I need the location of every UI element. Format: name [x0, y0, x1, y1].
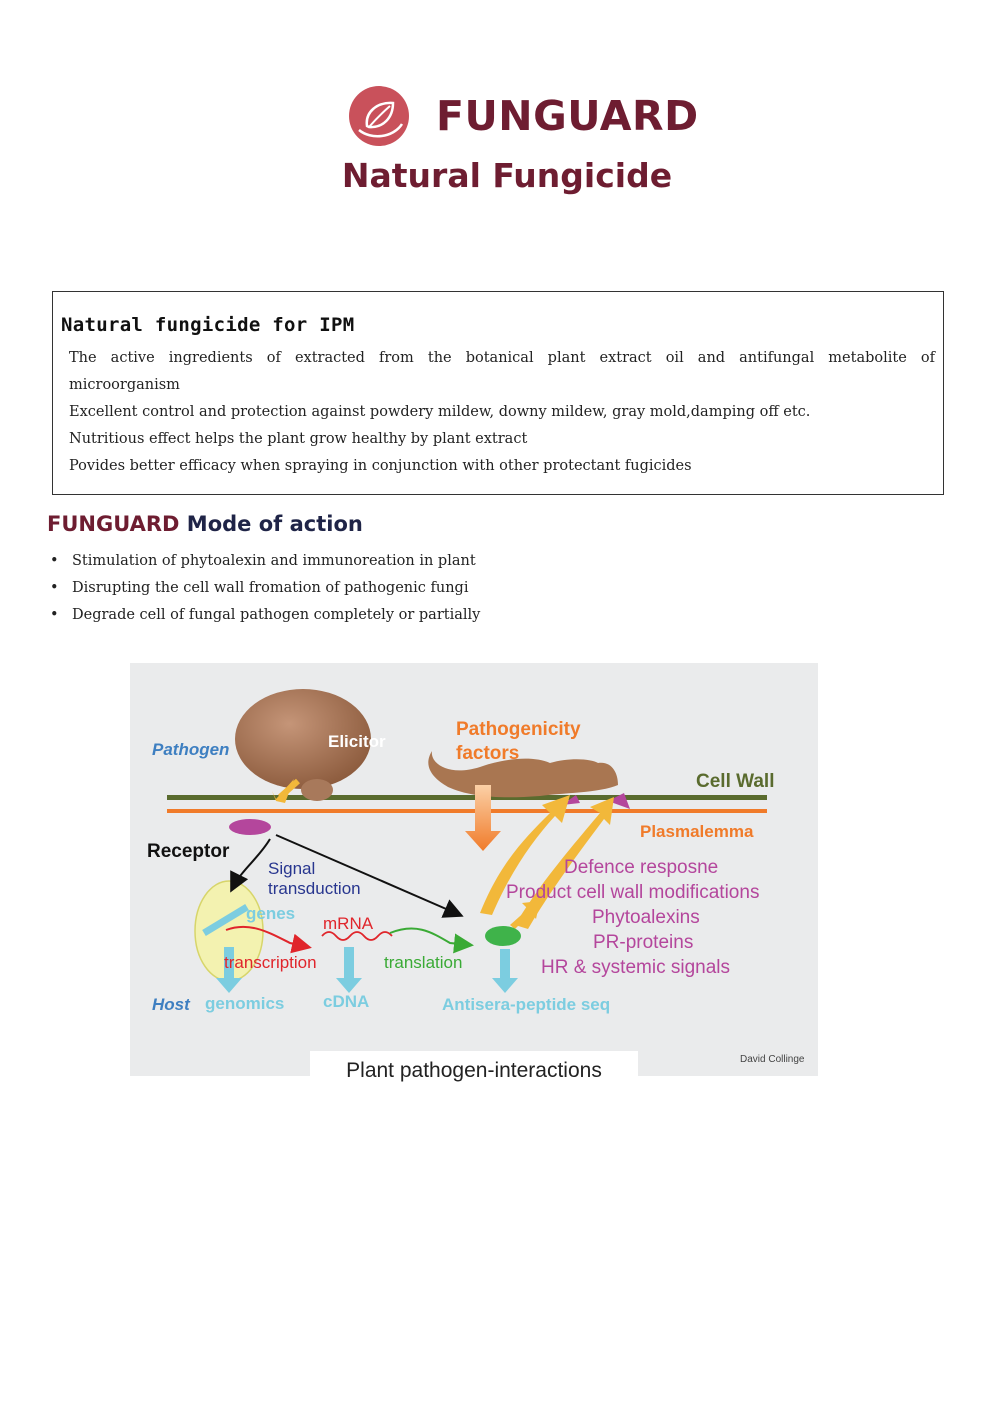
- mode-bullets: • Stimulation of phytoalexin and immunor…: [50, 548, 480, 629]
- label-defence-5: HR & systemic signals: [541, 957, 730, 978]
- gene-bar: [202, 904, 249, 936]
- list-item: • Disrupting the cell wall fromation of …: [50, 575, 480, 602]
- label-signal-1: Signal: [268, 859, 315, 878]
- label-defence-4: PR-proteins: [593, 932, 693, 953]
- receptor-shape: [229, 819, 271, 835]
- bullet-icon: •: [50, 553, 59, 569]
- bullet-text: Disrupting the cell wall fromation of pa…: [72, 580, 469, 596]
- label-transcription: transcription: [224, 953, 317, 972]
- ipm-line: microorganism: [69, 377, 180, 393]
- bullet-text: Degrade cell of fungal pathogen complete…: [72, 607, 481, 623]
- label-signal-2: transduction: [268, 879, 361, 898]
- bullet-text: Stimulation of phytoalexin and immunorea…: [72, 553, 476, 569]
- label-cdna: cDNA: [323, 992, 369, 1011]
- label-defence-1: Defence resposne: [564, 857, 718, 878]
- mrna-squiggle: [321, 931, 393, 941]
- protein-shape: [485, 926, 521, 946]
- ipm-title: Natural fungicide for IPM: [61, 314, 355, 336]
- label-pathogenicity-1: Pathogenicity: [456, 719, 581, 740]
- label-genomics: genomics: [205, 994, 284, 1013]
- transcription-arrow: [225, 925, 312, 954]
- pathogen-diagram: Pathogen Elicitor Pathogenicity factors …: [130, 663, 818, 1087]
- label-translation: translation: [384, 953, 462, 972]
- label-pathogenicity-2: factors: [456, 743, 519, 764]
- ipm-line: Povides better efficacy when spraying in…: [69, 458, 692, 474]
- signal-arrow: [275, 834, 464, 918]
- receptor-to-genes-arrow: [230, 838, 271, 893]
- bullet-icon: •: [50, 580, 59, 596]
- label-genes: genes: [246, 904, 295, 923]
- figure-caption: Plant pathogen-interactions: [310, 1051, 638, 1087]
- label-defence-3: Phytoalexins: [592, 907, 700, 928]
- brand-header: FUNGUARD Natural Fungicide: [0, 0, 992, 240]
- plasmalemma-line: [167, 809, 767, 813]
- ipm-line: The active ingredients of extracted from…: [69, 350, 935, 366]
- mode-title-text: Mode of action: [186, 512, 363, 536]
- label-plasmalemma: Plasmalemma: [640, 822, 754, 841]
- brand-name: FUNGUARD: [436, 92, 699, 140]
- ipm-box: Natural fungicide for IPM The active ing…: [52, 291, 944, 495]
- label-host: Host: [152, 995, 191, 1014]
- label-receptor: Receptor: [147, 841, 230, 862]
- label-antisera: Antisera-peptide seq: [442, 995, 610, 1014]
- label-pathogen: Pathogen: [152, 740, 229, 759]
- list-item: • Stimulation of phytoalexin and immunor…: [50, 548, 480, 575]
- label-mrna: mRNA: [323, 914, 374, 933]
- pathogenicity-arrow: [465, 785, 501, 851]
- credit: David Collinge: [740, 1054, 805, 1065]
- ipm-line: Excellent control and protection against…: [69, 404, 811, 420]
- translation-arrow: [389, 927, 474, 954]
- defence-arrow-1: [480, 795, 570, 915]
- label-cell-wall: Cell Wall: [696, 771, 774, 792]
- mode-title-brand: FUNGUARD: [47, 512, 180, 536]
- bullet-icon: •: [50, 607, 59, 623]
- defence-arrow-3: [510, 901, 540, 929]
- elicitor-arrow-body: [278, 778, 300, 800]
- label-defence-2: Product cell wall modifications: [506, 882, 759, 903]
- down-arrows: [216, 947, 518, 993]
- ipm-line: Nutritious effect helps the plant grow h…: [69, 431, 528, 447]
- mode-title: FUNGUARD Mode of action: [47, 512, 363, 536]
- leaf-icon: [349, 86, 409, 146]
- list-item: • Degrade cell of fungal pathogen comple…: [50, 602, 480, 629]
- brand-subtitle: Natural Fungicide: [341, 156, 673, 195]
- cell-wall-line: [167, 795, 767, 800]
- ipm-lines: The active ingredients of extracted from…: [69, 345, 935, 480]
- defence-arrow-2: [515, 797, 614, 929]
- label-elicitor: Elicitor: [328, 732, 386, 751]
